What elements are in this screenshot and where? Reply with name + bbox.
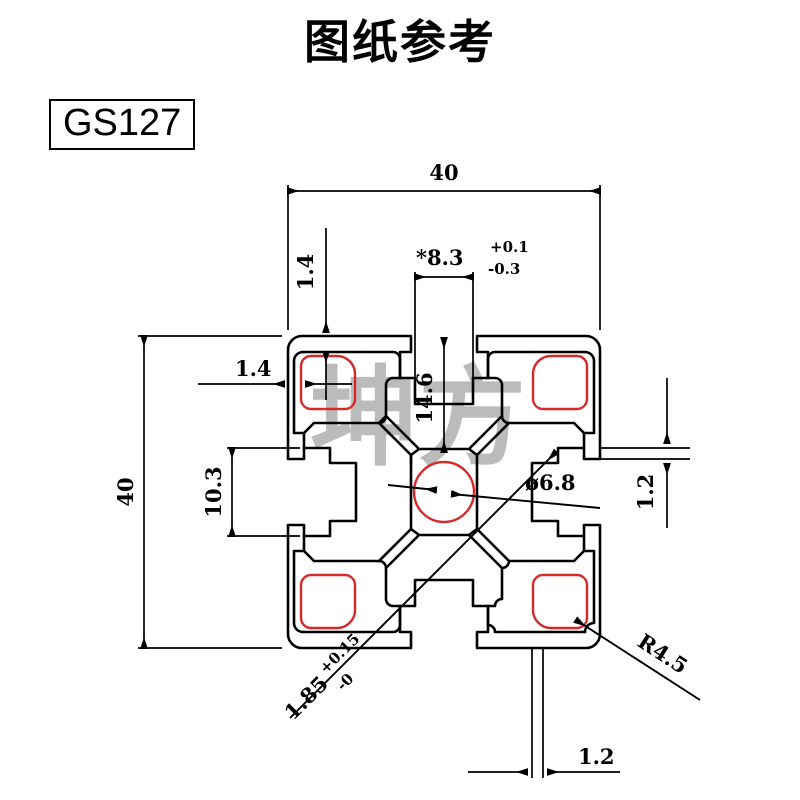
chamber-bottom-left xyxy=(299,573,357,630)
dim-wall-thickness-top-label: 1.4 xyxy=(293,254,318,291)
dim-rib-thickness-bottom xyxy=(468,648,620,778)
part-code-box: GS127 xyxy=(49,99,196,150)
center-bore-circle xyxy=(412,460,476,524)
dim-wall-thickness-left-label: 1.4 xyxy=(235,356,272,381)
dim-slot-opening xyxy=(414,272,474,404)
dim-slot-opening-tol-lower: -0.3 xyxy=(488,260,520,278)
dim-rib-thickness-right xyxy=(600,378,690,528)
dim-web-height-label: 14.6 xyxy=(412,372,437,423)
dim-overall-width xyxy=(287,185,601,330)
dim-slot-wall-label: 1.85 xyxy=(279,671,333,725)
dim-overall-height-label: 40 xyxy=(113,477,138,506)
chamber-top-left xyxy=(299,354,357,411)
dim-overall-width-label: 40 xyxy=(429,160,458,185)
dim-slot-wall-tol-upper: +0.15 xyxy=(316,630,363,677)
dim-rib-thickness-bottom-label: 1.2 xyxy=(578,744,615,769)
dim-slot-depth xyxy=(227,447,300,537)
chamber-top-right xyxy=(531,354,589,411)
dim-corner-radius xyxy=(573,616,701,701)
dim-corner-radius-text-group: R4.5 xyxy=(633,628,692,678)
profile-outline xyxy=(286,334,602,650)
dim-center-bore xyxy=(387,484,601,509)
dim-slot-depth-label: 10.3 xyxy=(201,466,226,517)
chamber-highlights xyxy=(299,354,589,630)
chamber-bottom-right xyxy=(531,573,589,630)
dim-overall-height xyxy=(138,335,282,649)
dim-slot-opening-label: *8.3 xyxy=(416,245,464,270)
part-code-label: GS127 xyxy=(63,102,182,144)
dim-rib-thickness-right-label: 1.2 xyxy=(633,474,658,511)
page-title: 图纸参考 xyxy=(304,15,496,69)
dim-slot-opening-tol-upper: +0.1 xyxy=(490,238,529,256)
dim-corner-radius-label: R4.5 xyxy=(633,628,692,678)
dim-slot-wall xyxy=(289,448,560,719)
dim-slot-wall-tol-lower: -0 xyxy=(333,670,358,695)
dim-center-bore-label: ø6.8 xyxy=(525,470,576,495)
